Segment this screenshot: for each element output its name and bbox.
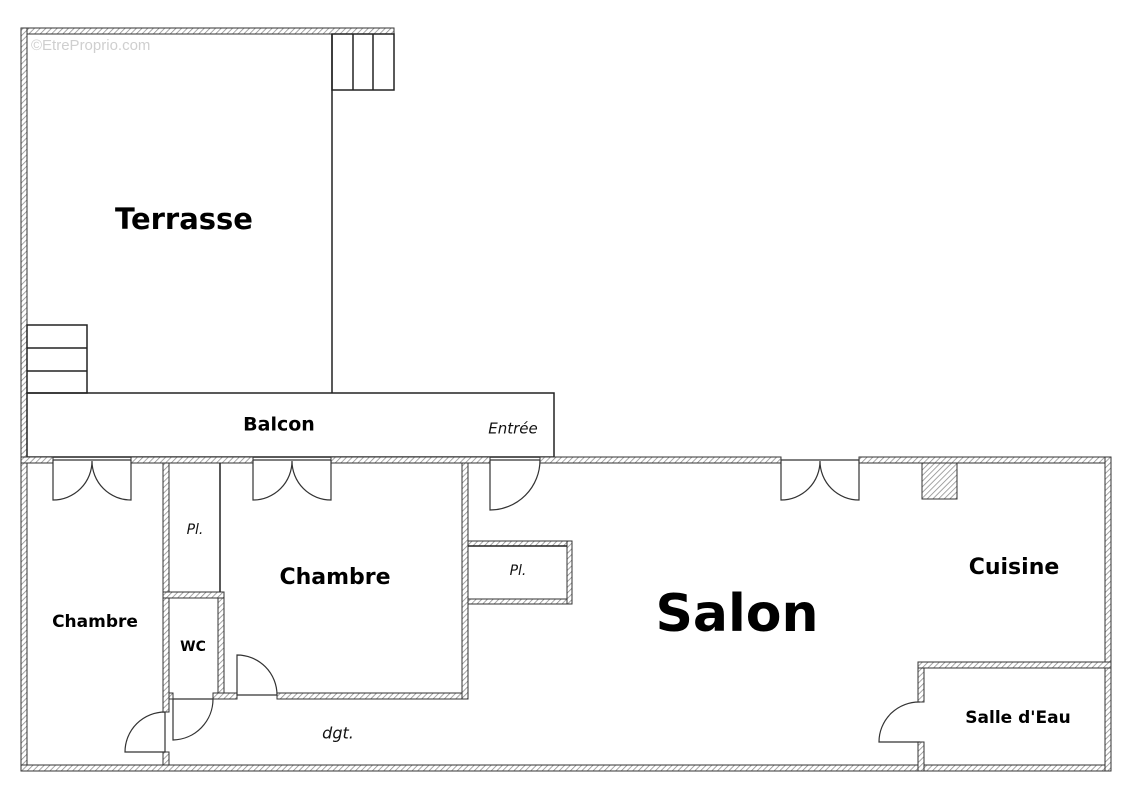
room-label-salle-eau: Salle d'Eau [965,708,1070,728]
door-salle-eau [878,701,921,743]
room-label-chambre-2: Chambre [279,565,390,590]
doors [52,459,921,753]
room-label-degagement: dgt. [322,724,354,743]
room-label-chambre-1: Chambre [52,612,138,632]
door-wc [172,698,214,741]
watermark-logo: ©EtreProprio.com [31,37,150,54]
room-label-balcon: Balcon [243,414,315,436]
room-label-placard-2: Pl. [510,563,527,579]
walls [20,456,1112,772]
stairs-top [331,33,395,91]
room-label-placard-1: Pl. [187,522,204,538]
double-door-chambre-1 [52,459,132,501]
terrasse-area [20,27,395,772]
room-label-salon: Salon [655,584,818,644]
double-door-salon [780,459,860,501]
door-chambre-1 [124,711,166,753]
room-label-terrasse: Terrasse [115,202,253,236]
room-label-entree: Entrée [488,420,538,438]
stairs-left [26,324,88,394]
room-label-cuisine: Cuisine [969,555,1060,580]
chimney [921,462,958,500]
balcon-area [26,392,555,458]
double-door-chambre-2 [252,459,332,501]
door-chambre-2 [236,654,278,696]
entry-door [489,459,541,511]
room-label-wc: WC [180,639,206,655]
